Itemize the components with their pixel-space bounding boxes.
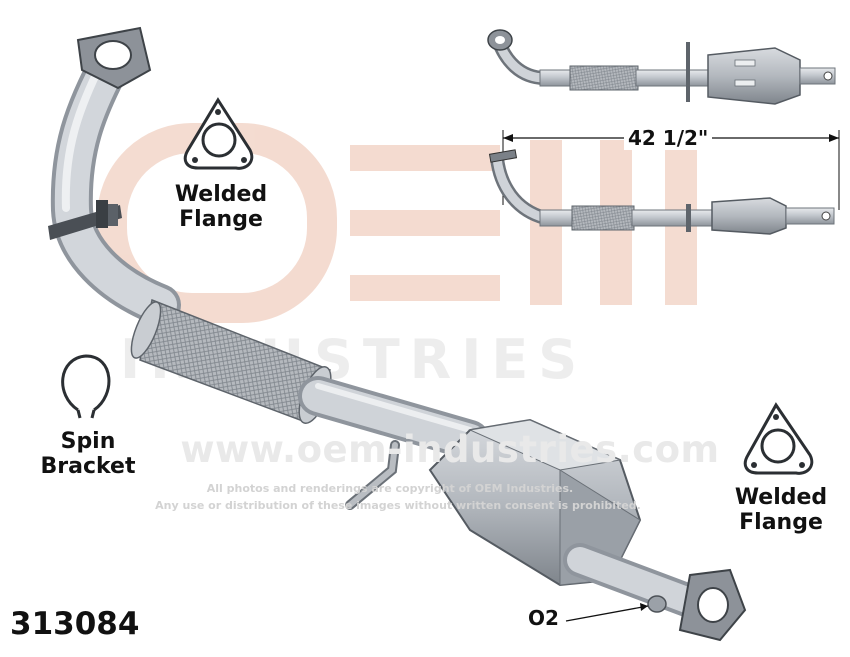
part-number: 313084 [10, 606, 140, 642]
side-view-assembly [487, 29, 836, 105]
o2-sensor-bung [565, 595, 667, 622]
welded-flange-label-top-line2: Flange [179, 206, 263, 232]
watermark-copyright-line2: Any use or distribution of these images … [155, 499, 641, 512]
welded-flange-label-right: Welded Flange [726, 485, 836, 535]
bottom-flange [678, 568, 747, 642]
welded-flange-label-right-line1: Welded [734, 485, 828, 510]
spin-bracket-label-line1: Spin [60, 429, 116, 454]
o2-label: O2 [528, 606, 559, 630]
spin-bracket-label: Spin Bracket [28, 429, 148, 479]
watermark-copyright-line1: All photos and renderings are copyright … [206, 482, 574, 495]
dimension-label: 42 1/2" [624, 126, 713, 150]
top-flange [76, 26, 152, 90]
spin-bracket-label-line2: Bracket [40, 453, 136, 479]
welded-flange-label-top: Welded Flange [166, 182, 276, 232]
welded-flange-icon-right [743, 402, 814, 475]
main-pipe-assembly [48, 26, 747, 642]
top-view-assembly [488, 130, 840, 235]
welded-flange-label-right-line2: Flange [739, 509, 823, 535]
spin-bracket-icon [61, 354, 111, 419]
welded-flange-icon-top [183, 97, 254, 170]
pipe-clamp [48, 200, 122, 240]
watermark-url: www.oem-industries.com [180, 428, 720, 471]
welded-flange-label-top-line1: Welded [174, 182, 268, 207]
